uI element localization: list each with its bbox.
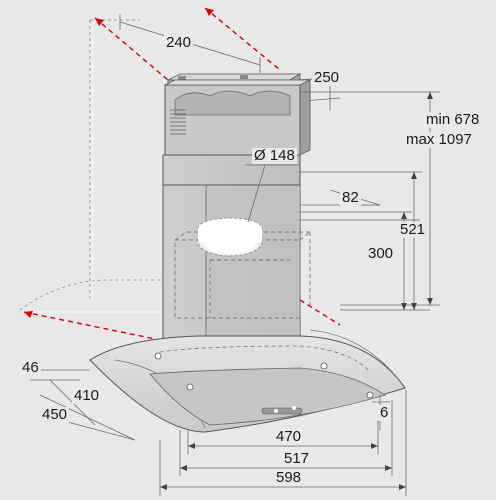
label-width-mid: 517 xyxy=(282,450,312,467)
chimney-bracket-box xyxy=(164,79,311,156)
label-bracket-height: 300 xyxy=(366,245,396,262)
label-width-overall: 598 xyxy=(274,469,304,486)
label-outlet-offset: 82 xyxy=(340,189,361,206)
label-outlet-height: 521 xyxy=(398,221,428,238)
label-chimney-depth: 250 xyxy=(312,69,342,86)
hidden-motor-box xyxy=(174,231,311,319)
label-canopy-depth-outer: 450 xyxy=(40,406,70,423)
label-height-max: max 1097 xyxy=(404,131,474,148)
label-duct-diameter: Ø 148 xyxy=(252,147,297,164)
label-width-inner: 470 xyxy=(274,428,304,445)
red-arrow-heads xyxy=(24,8,214,318)
hood-canopy xyxy=(89,329,406,433)
duct-outlet xyxy=(197,217,263,257)
wall-light-lines xyxy=(22,22,160,313)
red-markers xyxy=(23,7,341,341)
label-canopy-edge: 46 xyxy=(20,359,41,376)
label-glass-thickness: 6 xyxy=(378,404,391,421)
bottom-arrow-heads xyxy=(160,92,433,490)
bottom-dimension-lines xyxy=(159,390,407,496)
label-height-min: min 678 xyxy=(424,111,482,128)
label-chimney-width: 240 xyxy=(164,34,194,51)
label-canopy-depth-inner: 410 xyxy=(72,387,102,404)
